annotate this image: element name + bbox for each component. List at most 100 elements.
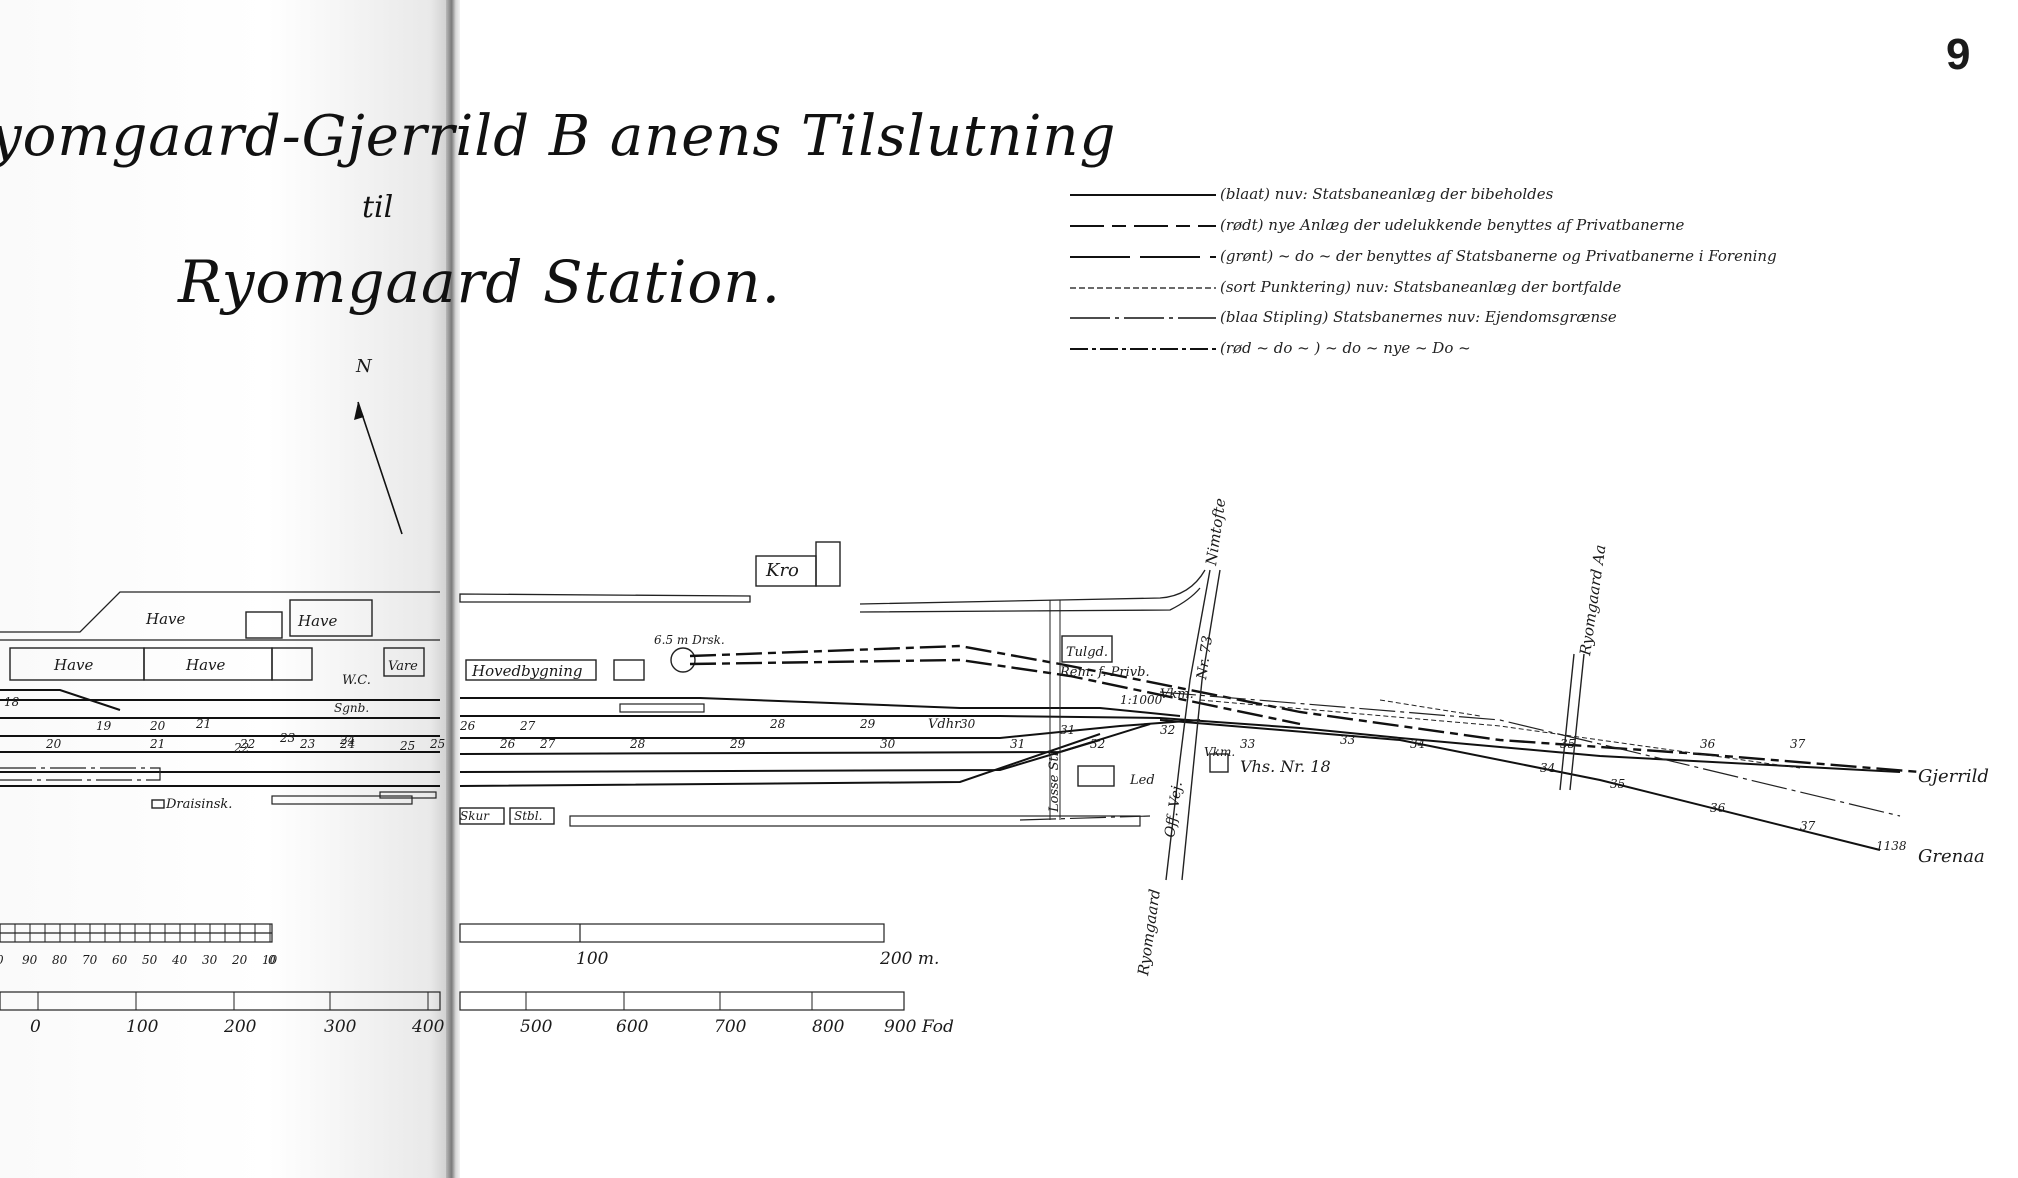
km-marker-lower: 34: [1410, 737, 1425, 751]
page-number: 9: [1946, 30, 1971, 79]
label-hovedbygning: Hovedbygning: [471, 662, 582, 680]
legend-text: (grønt) ~ do ~ der benyttes af Statsbane…: [1220, 247, 1777, 265]
label-have-2: Have: [297, 612, 337, 630]
roads: [1049, 569, 1585, 881]
km-marker: 27: [519, 719, 536, 733]
north-arrow: N: [354, 356, 403, 535]
km-marker-lower: 33: [1240, 737, 1256, 751]
label-ryomgaard-road: Ryomgaard: [1134, 888, 1164, 978]
label-tulgd: Tulgd.: [1066, 645, 1108, 660]
label-have-4: Have: [185, 656, 225, 674]
label-gjerrild: Gjerrild: [1918, 766, 1989, 787]
label-ryomgaard-aa: Ryomgaard Aa: [1576, 544, 1609, 658]
scale-feet-label: 700: [714, 1017, 747, 1037]
platforms: [271, 703, 1141, 827]
km-marker-lower: 24: [339, 737, 355, 751]
km-marker: 31: [1060, 723, 1075, 737]
km-marker: 34: [1540, 761, 1555, 775]
km-marker: 24: [339, 733, 355, 747]
km-marker: 26: [459, 719, 476, 733]
km-marker: 1138: [1876, 839, 1907, 853]
buildings: [9, 541, 1229, 825]
scale-feet-label: 800: [812, 1017, 845, 1037]
km-marker: 30: [960, 717, 976, 731]
legend-row-dash-dot-red: (rød ~ do ~ ) ~ do ~ nye ~ Do ~: [1068, 338, 1928, 360]
km-marker-lower: 25: [429, 737, 445, 751]
tracks: [0, 689, 1901, 851]
scale-meter-label: 80: [52, 953, 68, 967]
scale-meter-label: 200 m.: [879, 949, 939, 969]
scale-feet-label: 100: [126, 1017, 159, 1037]
scale-meter-labels: 09080706050403020100100200 m.: [0, 949, 939, 969]
building-tulgd: [1061, 635, 1113, 663]
label-led: Led: [1129, 773, 1155, 788]
scale-feet-label: 400: [411, 1017, 445, 1037]
km-marker: 36: [1710, 801, 1726, 815]
scale-meter-label: 10: [262, 953, 278, 967]
label-sgnb: Sgnb.: [334, 701, 369, 715]
km-marker-lower: 26: [499, 737, 516, 751]
book-gutter: [446, 0, 460, 1178]
legend-text: (rød ~ do ~ ) ~ do ~ nye ~ Do ~: [1220, 339, 1471, 357]
label-skur: Skur: [460, 809, 490, 823]
km-marker-lower: 27: [539, 737, 556, 751]
km-marker: 37: [1800, 819, 1816, 833]
km-marker: 22: [233, 741, 249, 755]
label-vkm: Vkm.: [1160, 687, 1194, 702]
label-draisin: Draisinsk.: [165, 797, 232, 812]
label-road-nr: Nr. 73: [1194, 635, 1216, 682]
legend-row-dash-gap: (grønt) ~ do ~ der benyttes af Statsbane…: [1068, 246, 1928, 268]
label-wc: W.C.: [342, 673, 371, 688]
km-marker: 20: [149, 719, 166, 733]
scale-feet-ticks: [37, 992, 813, 1010]
building-draisin: [151, 799, 165, 809]
scale-feet-label: 500: [520, 1017, 553, 1037]
km-marker: 18: [4, 695, 20, 709]
title-line-1: yomgaard-Gjerrild B anens Tilslutning: [0, 104, 1117, 169]
label-losse-sti: Losse Sti: [1047, 752, 1062, 813]
km-marker-lower: 23: [299, 737, 316, 751]
north-label: N: [355, 356, 373, 377]
turntable: [670, 647, 696, 673]
legend-text: (blaat) nuv: Statsbaneanlæg der bibehold…: [1220, 185, 1554, 203]
km-marker-lower: 37: [1790, 737, 1806, 751]
removed-tracks: [1199, 699, 1801, 769]
km-marker-lower: 29: [729, 737, 746, 751]
building-led: [1077, 765, 1115, 787]
legend-row-long-dash: (rødt) nye Anlæg der udelukkende benytte…: [1068, 215, 1928, 237]
legend-text: (sort Punktering) nuv: Statsbaneanlæg de…: [1220, 278, 1622, 296]
scale-meter-label: 60: [112, 953, 128, 967]
legend-row-solid: (blaat) nuv: Statsbaneanlæg der bibehold…: [1068, 184, 1928, 206]
km-marker-lower: 35: [1560, 737, 1575, 751]
km-marker: 28: [769, 717, 786, 731]
label-off-vej: Off. Vej.: [1162, 781, 1186, 839]
legend-row-dash-dot: (blaa Stipling) Statsbanernes nuv: Ejend…: [1068, 307, 1928, 329]
scale-meter-label: 0: [268, 953, 276, 967]
label-drejeskive: 6.5 m Drsk.: [654, 633, 725, 647]
site-boundary: [0, 569, 1206, 641]
building-vhs: [1209, 753, 1229, 773]
building-shed: [271, 647, 313, 681]
title-line-2: til: [362, 190, 394, 225]
label-vkm-2: Vkm.: [1204, 745, 1235, 759]
building-annex: [613, 659, 645, 681]
km-marker-lower: 28: [629, 737, 646, 751]
label-grenaa: Grenaa: [1918, 846, 1985, 867]
scale-feet-label: 0: [30, 1017, 41, 1037]
label-gradient: 1:1000: [1120, 693, 1163, 707]
km-marker: 25: [399, 739, 415, 753]
km-marker-lower: 22: [239, 737, 255, 751]
scale-meter-label: 40: [171, 953, 188, 967]
scale-feet-label: 600: [616, 1017, 649, 1037]
km-marker-lower: 30: [880, 737, 896, 751]
label-have-3: Have: [53, 656, 93, 674]
scale-meter-label: 70: [82, 953, 98, 967]
km-marker: 19: [96, 719, 112, 733]
label-have-1: Have: [145, 610, 185, 628]
title-line-3: Ryomgaard Station.: [178, 248, 782, 316]
scale-bar-feet: [0, 991, 905, 1011]
